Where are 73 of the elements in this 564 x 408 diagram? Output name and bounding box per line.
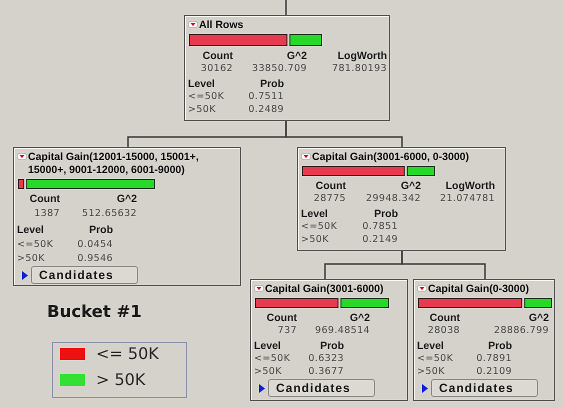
column-header: Level: [254, 340, 281, 352]
column-header: Level: [417, 340, 444, 352]
column-header: Prob: [488, 340, 512, 352]
stat-value: 30162: [200, 63, 233, 74]
prob-value: 0.7511: [248, 91, 284, 102]
node-title: Capital Gain(0-3000): [428, 283, 529, 296]
level-label: <=50K: [188, 91, 224, 102]
tree-node-panel: [184, 15, 390, 121]
column-header: G^2: [286, 50, 307, 62]
tree-node-panel: [250, 279, 408, 401]
column-header: LogWorth: [338, 50, 387, 62]
node-title: Capital Gain(3001-6000, 0-3000): [312, 151, 469, 164]
tree-node-panel: [413, 279, 555, 401]
prob-value: 0.9546: [77, 252, 113, 264]
column-header: G^2: [350, 312, 370, 324]
level-label: >50K: [301, 234, 329, 245]
column-header: Prob: [89, 224, 113, 236]
column-header: Count: [266, 312, 297, 324]
column-header: Prob: [374, 208, 398, 220]
column-header: Count: [430, 312, 460, 324]
column-header: G^2: [528, 312, 549, 324]
column-header: G^2: [116, 193, 137, 205]
stat-value: 737: [278, 325, 297, 336]
legend-label: <= 50K: [96, 345, 159, 363]
node-title: Capital Gain(3001-6000): [265, 283, 384, 296]
stat-value: 21.074781: [440, 193, 495, 204]
column-header: G^2: [400, 180, 421, 192]
column-header: Count: [30, 193, 60, 205]
stat-value: 969.48514: [315, 325, 370, 336]
stat-value: 28038: [428, 325, 460, 336]
column-header: LogWorth: [446, 180, 495, 192]
prob-value: 0.2489: [248, 104, 284, 115]
stat-value: 512.65632: [82, 208, 137, 218]
tree-node-panel: [297, 147, 506, 251]
level-label: >50K: [17, 252, 45, 264]
candidates-button: Candidates: [31, 266, 138, 284]
column-header: Count: [202, 50, 233, 62]
stat-value: 28775: [314, 193, 346, 204]
column-header: Count: [316, 180, 346, 192]
column-header: Level: [301, 208, 328, 220]
stat-value: 33850.709: [252, 63, 307, 74]
column-header: Level: [188, 78, 215, 90]
level-label: >50K: [254, 366, 282, 377]
column-header: Prob: [320, 340, 344, 352]
candidates-button: Candidates: [431, 379, 538, 397]
legend-label: > 50K: [96, 371, 146, 389]
prob-value: 0.0454: [77, 238, 113, 250]
level-label: <=50K: [254, 353, 290, 364]
prob-value: 0.7891: [476, 353, 512, 364]
prob-value: 0.7851: [362, 221, 398, 232]
stat-value: 781.80193: [332, 63, 387, 74]
column-header: Prob: [260, 78, 284, 90]
connector-line: [401, 251, 486, 279]
stat-value: 28886.799: [494, 325, 549, 336]
candidates-button: Candidates: [268, 379, 375, 397]
tree-node-panel: [13, 147, 241, 286]
stat-value: 1387: [34, 208, 60, 218]
level-label: >50K: [417, 366, 445, 377]
node-title: All Rows: [199, 19, 244, 32]
level-label: <=50K: [301, 221, 338, 232]
prob-value: 0.2149: [362, 234, 398, 245]
node-title: Capital Gain(12001-15000, 15001+, 15000+, 9001-12000, 6001-9000): [28, 151, 200, 177]
prob-value: 0.2109: [476, 366, 512, 377]
prob-value: 0.3677: [308, 366, 344, 377]
level-label: >50K: [188, 104, 216, 115]
connector-line: [285, 121, 403, 147]
prob-value: 0.6323: [308, 353, 344, 364]
connector-line: [285, 0, 287, 15]
column-header: Level: [17, 224, 44, 236]
level-label: <=50K: [417, 353, 454, 364]
stat-value: 29948.342: [366, 193, 421, 204]
level-label: <=50K: [17, 238, 54, 250]
bucket-label: Bucket #1: [47, 302, 142, 322]
